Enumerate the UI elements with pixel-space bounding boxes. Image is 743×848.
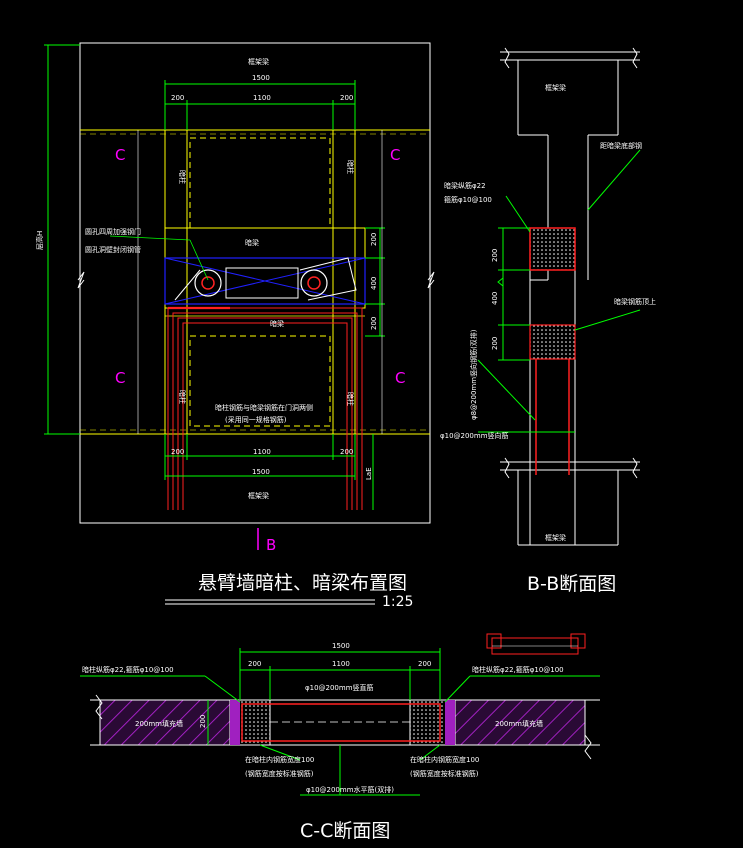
section-marks-c	[137, 130, 383, 434]
section-mark-c-br: C	[395, 369, 405, 387]
svg-text:暗柱: 暗柱	[346, 160, 355, 174]
right-dimensions	[365, 227, 385, 510]
svg-text:暗柱: 暗柱	[178, 390, 187, 404]
bb-lower-cage	[529, 324, 576, 360]
main-title: 悬臂墙暗柱、暗梁布置图	[198, 572, 408, 594]
svg-text:LaE: LaE	[365, 467, 373, 480]
svg-text:200: 200	[491, 337, 499, 350]
svg-text:200mm填充墙: 200mm填充墙	[495, 719, 543, 728]
bb-dims	[477, 149, 641, 433]
svg-text:暗柱: 暗柱	[178, 170, 187, 184]
section-mark-c-bl: C	[115, 369, 125, 387]
svg-text:(钢筋宽度按标准钢筋): (钢筋宽度按标准钢筋)	[410, 769, 479, 778]
svg-text:400: 400	[370, 277, 378, 290]
main-scale: 1:25	[382, 594, 414, 610]
svg-text:200: 200	[248, 660, 261, 668]
svg-text:箍筋φ10@100: 箍筋φ10@100	[444, 195, 492, 204]
svg-text:距暗梁底部钢: 距暗梁底部钢	[600, 141, 642, 150]
svg-text:200: 200	[370, 317, 378, 330]
svg-text:200: 200	[491, 249, 499, 262]
top-beam-label: 框架梁	[248, 57, 269, 66]
section-mark-c-tr: C	[390, 146, 400, 164]
svg-text:暗柱钢筋与暗梁钢筋在门洞两侧: 暗柱钢筋与暗梁钢筋在门洞两侧	[215, 403, 313, 412]
svg-text:在暗柱内钢筋宽度100: 在暗柱内钢筋宽度100	[410, 755, 479, 764]
red-rebar-cage	[167, 306, 363, 510]
svg-text:1100: 1100	[253, 94, 271, 102]
svg-text:圆孔洞壁封闭钢管: 圆孔洞壁封闭钢管	[85, 245, 141, 254]
svg-text:1100: 1100	[253, 448, 271, 456]
cc-rebar	[241, 703, 441, 742]
svg-text:(钢筋宽度按标准钢筋): (钢筋宽度按标准钢筋)	[245, 769, 314, 778]
bottom-dimensions	[164, 434, 356, 480]
bb-title: B-B断面图	[527, 573, 617, 595]
svg-text:φ10@200mm水平筋(双排): φ10@200mm水平筋(双排)	[306, 785, 394, 794]
upper-opening	[189, 137, 331, 229]
svg-text:框架梁: 框架梁	[545, 83, 566, 92]
bottom-beam-label: 框架梁	[248, 491, 269, 500]
svg-text:1500: 1500	[332, 642, 350, 650]
svg-text:φ8@200mm竖向钢筋(双排): φ8@200mm竖向钢筋(双排)	[469, 329, 478, 420]
svg-text:暗梁纵筋φ22: 暗梁纵筋φ22	[444, 181, 486, 190]
cc-title: C-C断面图	[300, 820, 391, 842]
cc-section	[80, 633, 600, 796]
svg-text:200mm填充墙: 200mm填充墙	[135, 719, 183, 728]
svg-text:暗柱纵筋φ22,箍筋φ10@100: 暗柱纵筋φ22,箍筋φ10@100	[82, 665, 174, 674]
svg-text:200: 200	[199, 715, 207, 728]
svg-text:在暗柱内钢筋宽度100: 在暗柱内钢筋宽度100	[245, 755, 314, 764]
svg-text:1100: 1100	[332, 660, 350, 668]
svg-text:φ10@200mm竖向筋: φ10@200mm竖向筋	[440, 431, 509, 440]
svg-text:暗柱: 暗柱	[346, 392, 355, 406]
section-mark-b: B	[266, 536, 276, 554]
bb-section	[500, 47, 640, 546]
svg-text:圆孔四周加强钢门: 圆孔四周加强钢门	[85, 227, 141, 236]
pipe-hole-left	[194, 269, 222, 297]
top-dimensions	[164, 80, 356, 130]
svg-text:φ10@200mm竖直筋: φ10@200mm竖直筋	[305, 683, 374, 692]
svg-text:暗梁钢筋顶上: 暗梁钢筋顶上	[614, 297, 656, 306]
pipe-body	[225, 267, 299, 299]
svg-text:200: 200	[171, 94, 184, 102]
svg-text:(采用同一规格钢筋): (采用同一规格钢筋)	[225, 415, 287, 424]
svg-text:暗梁: 暗梁	[270, 319, 284, 328]
height-dimension	[44, 44, 80, 435]
svg-text:框架梁: 框架梁	[545, 533, 566, 542]
svg-text:200: 200	[340, 448, 353, 456]
svg-text:200: 200	[340, 94, 353, 102]
right-hidden-column	[332, 129, 356, 435]
bb-vertical-bars	[535, 359, 570, 475]
svg-text:400: 400	[491, 292, 499, 305]
svg-text:暗梁: 暗梁	[245, 238, 259, 247]
svg-text:200: 200	[418, 660, 431, 668]
svg-text:200: 200	[171, 448, 184, 456]
svg-text:1500: 1500	[252, 468, 270, 476]
svg-text:1500: 1500	[252, 74, 270, 82]
pipe-hole-right	[300, 269, 328, 297]
svg-text:层高H: 层高H	[35, 231, 44, 250]
lower-opening	[189, 335, 331, 427]
svg-text:暗柱纵筋φ22,箍筋φ10@100: 暗柱纵筋φ22,箍筋φ10@100	[472, 665, 564, 674]
section-mark-c-tl: C	[115, 146, 125, 164]
main-elevation	[44, 42, 435, 550]
opening-reinforcement-box	[164, 257, 366, 305]
bb-beam-cage	[529, 227, 576, 271]
svg-text:200: 200	[370, 233, 378, 246]
